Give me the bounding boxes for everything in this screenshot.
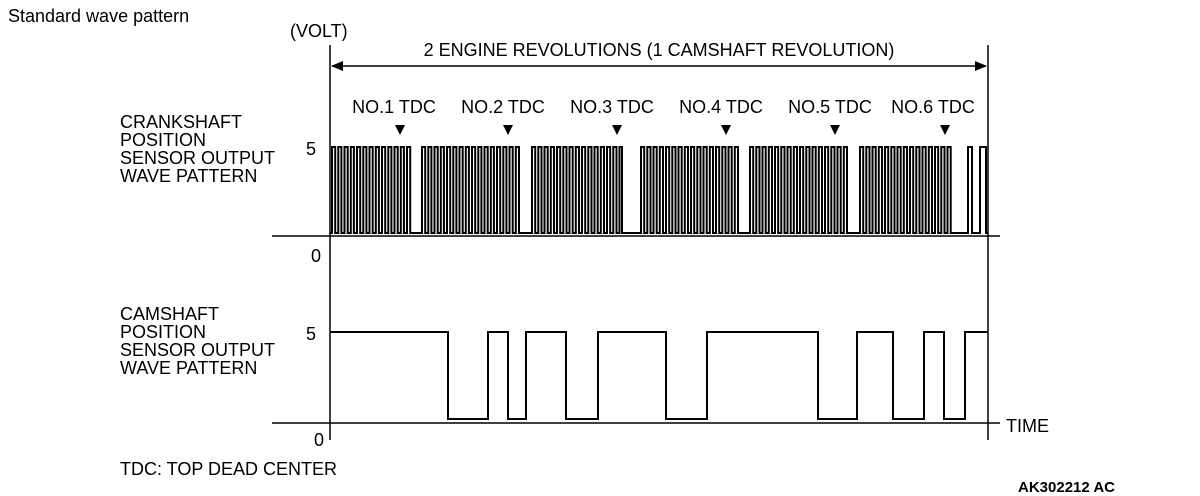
tdc-label-5: NO.5 TDC — [788, 97, 872, 117]
crank-label-line-2: POSITION — [120, 130, 206, 150]
crank-label: CRANKSHAFT POSITION SENSOR OUTPUT WAVE P… — [120, 112, 275, 186]
tdc-marker-icon-1 — [395, 125, 405, 135]
cam-low-value: 0 — [314, 430, 324, 450]
cam-high-value: 5 — [306, 324, 316, 344]
tdc-marker-icon-3 — [612, 125, 622, 135]
figure-code: AK302212 AC — [1018, 479, 1115, 496]
cam-label: CAMSHAFT POSITION SENSOR OUTPUT WAVE PAT… — [120, 304, 275, 378]
cam-label-line-2: POSITION — [120, 322, 206, 342]
y-unit-label: (VOLT) — [290, 21, 348, 41]
cam-label-line-3: SENSOR OUTPUT — [120, 340, 275, 360]
crank-label-line-4: WAVE PATTERN — [120, 166, 257, 186]
tdc-label-1: NO.1 TDC — [352, 97, 436, 117]
cam-label-line-1: CAMSHAFT — [120, 304, 219, 324]
crank-low-value: 0 — [311, 246, 321, 266]
figure-title: Standard wave pattern — [8, 6, 189, 26]
tdc-marker-icon-5 — [830, 125, 840, 135]
tdc-marker-icon-2 — [503, 125, 513, 135]
tdc-label-6: NO.6 TDC — [891, 97, 975, 117]
cam-label-line-4: WAVE PATTERN — [120, 358, 257, 378]
crank-label-line-1: CRANKSHAFT — [120, 112, 242, 132]
tdc-marker-icon-4 — [721, 125, 731, 135]
tdc-label-2: NO.2 TDC — [461, 97, 545, 117]
footnote: TDC: TOP DEAD CENTER — [120, 459, 337, 479]
tdc-marker-icon-6 — [940, 125, 950, 135]
tdc-labels: NO.1 TDC NO.2 TDC NO.3 TDC NO.4 TDC NO.5… — [352, 97, 975, 117]
tdc-label-4: NO.4 TDC — [679, 97, 763, 117]
time-axis-label: TIME — [1006, 416, 1049, 436]
crankshaft-wave — [330, 146, 988, 234]
tdc-markers — [395, 125, 950, 135]
span-label: 2 ENGINE REVOLUTIONS (1 CAMSHAFT REVOLUT… — [424, 40, 895, 60]
crank-high-value: 5 — [306, 139, 316, 159]
tdc-label-3: NO.3 TDC — [570, 97, 654, 117]
crank-label-line-3: SENSOR OUTPUT — [120, 148, 275, 168]
camshaft-wave — [330, 331, 988, 420]
